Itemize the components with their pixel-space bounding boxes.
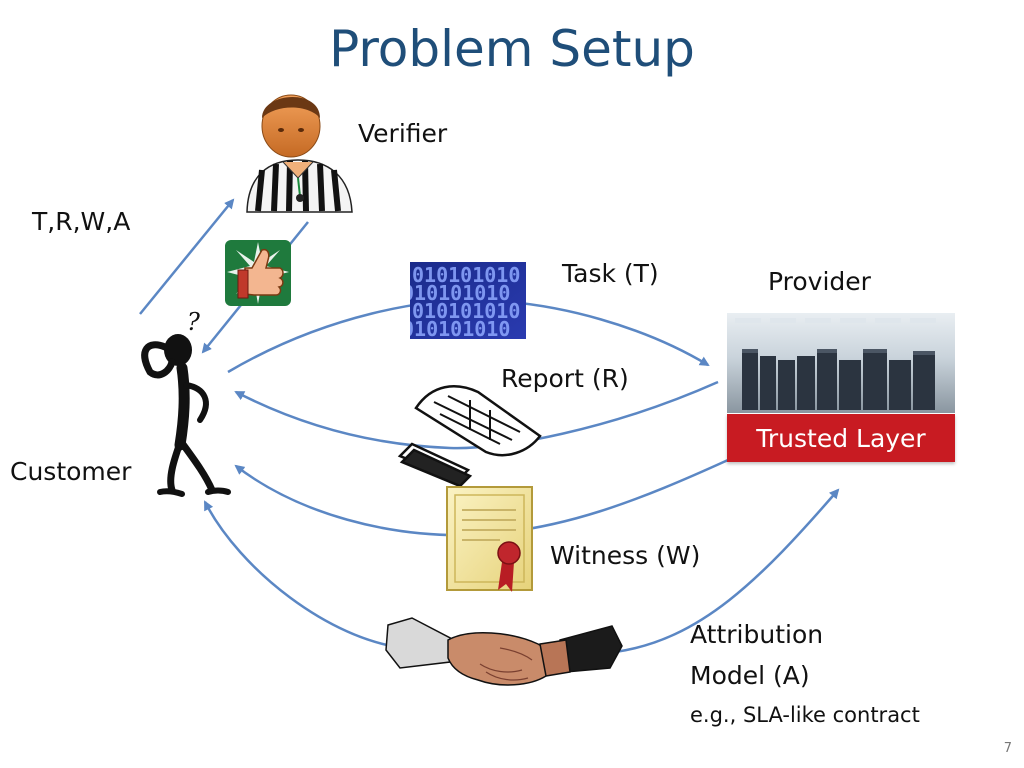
trusted-layer-box: Trusted Layer — [727, 414, 955, 462]
binary-row-4: 010101010 — [402, 317, 510, 341]
task-label: Task (T) — [562, 259, 659, 288]
customer-label: Customer — [10, 457, 132, 486]
svg-text:?: ? — [187, 308, 200, 336]
witness-label: Witness (W) — [550, 541, 701, 570]
arrow-attribution-to-provider — [614, 488, 840, 654]
page-number: 7 — [1003, 741, 1012, 756]
confused-stick-figure-icon: ? — [141, 308, 231, 497]
attribution-example-label: e.g., SLA-like contract — [690, 703, 920, 727]
arrow-customer-to-verifier — [139, 198, 235, 315]
thumbs-up-icon — [225, 240, 291, 306]
attribution-label-line1: Attribution — [690, 620, 824, 649]
binary-row-2: 010101010 — [402, 281, 510, 305]
arrow-report-provider-to-customer — [234, 380, 719, 450]
arrow-attribution-to-customer — [203, 500, 406, 650]
verifier-referee-icon — [246, 94, 353, 213]
certificate-icon — [446, 486, 533, 592]
report-label: Report (R) — [501, 364, 629, 393]
binary-row-3: 010101010 — [412, 299, 520, 323]
binary-row-1: 010101010 — [412, 263, 520, 287]
provider-label: Provider — [768, 267, 871, 296]
binary-data-icon: 010101010 010101010 010101010 010101010 — [402, 262, 526, 341]
server-room-image — [727, 313, 955, 413]
slide-title: Problem Setup — [329, 20, 695, 78]
trwa-label: T,R,W,A — [32, 207, 131, 236]
report-document-icon — [397, 385, 542, 488]
verifier-label: Verifier — [358, 119, 448, 148]
attribution-label-line2: Model (A) — [690, 661, 810, 690]
handshake-icon — [385, 617, 623, 686]
